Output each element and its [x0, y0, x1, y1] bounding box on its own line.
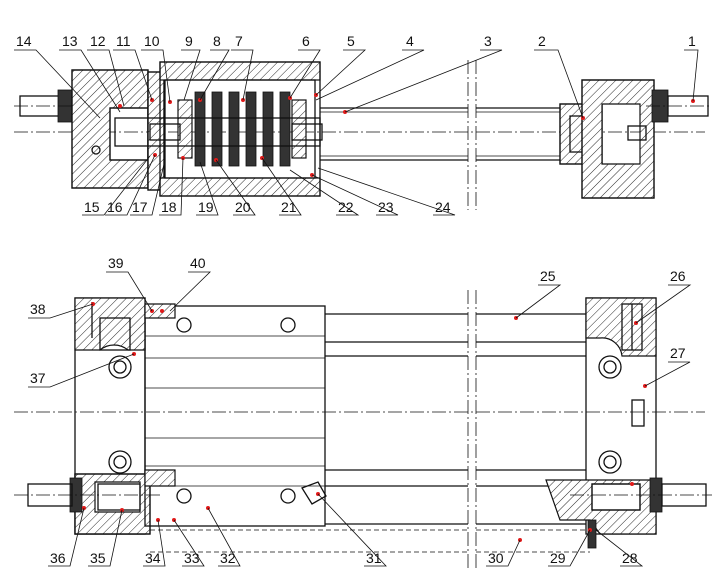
- part-label-6: 6: [302, 33, 310, 49]
- part-label-21: 21: [281, 199, 297, 215]
- part-label-1: 1: [688, 33, 696, 49]
- part-label-24: 24: [435, 199, 451, 215]
- part-label-9: 9: [185, 33, 193, 49]
- part-label-27: 27: [670, 345, 686, 361]
- part-label-20: 20: [235, 199, 251, 215]
- part-label-13: 13: [62, 33, 78, 49]
- part-label-39: 39: [108, 255, 124, 271]
- part-label-15: 15: [84, 199, 100, 215]
- part-label-7: 7: [235, 33, 243, 49]
- part-label-29: 29: [550, 550, 566, 566]
- part-label-3: 3: [484, 33, 492, 49]
- part-label-8: 8: [213, 33, 221, 49]
- part-label-30: 30: [488, 550, 504, 566]
- part-label-11: 11: [116, 33, 131, 49]
- part-label-14: 14: [16, 33, 32, 49]
- section-view: [14, 60, 712, 210]
- part-label-12: 12: [90, 33, 106, 49]
- part-label-34: 34: [145, 550, 161, 566]
- part-label-31: 31: [366, 550, 382, 566]
- part-label-26: 26: [670, 268, 686, 284]
- part-label-23: 23: [378, 199, 394, 215]
- part-label-4: 4: [406, 33, 414, 49]
- part-label-36: 36: [50, 550, 66, 566]
- part-label-17: 17: [132, 199, 148, 215]
- piston-stack: [177, 91, 307, 167]
- part-label-2: 2: [538, 33, 546, 49]
- part-label-33: 33: [184, 550, 200, 566]
- part-label-5: 5: [347, 33, 355, 49]
- part-label-32: 32: [220, 550, 236, 566]
- part-label-37: 37: [30, 370, 46, 386]
- part-label-38: 38: [30, 301, 46, 317]
- part-label-19: 19: [198, 199, 214, 215]
- leader-lines: [14, 49, 699, 567]
- part-label-10: 10: [144, 33, 160, 49]
- part-label-25: 25: [540, 268, 556, 284]
- part-label-22: 22: [338, 199, 354, 215]
- part-labels: 1 2 3 4 5 6 7 8 9 10 11 12 13 14 15 16 1…: [16, 33, 696, 566]
- part-label-18: 18: [161, 199, 177, 215]
- part-label-40: 40: [190, 255, 206, 271]
- part-label-28: 28: [622, 550, 638, 566]
- part-label-35: 35: [90, 550, 106, 566]
- part-label-16: 16: [107, 199, 123, 215]
